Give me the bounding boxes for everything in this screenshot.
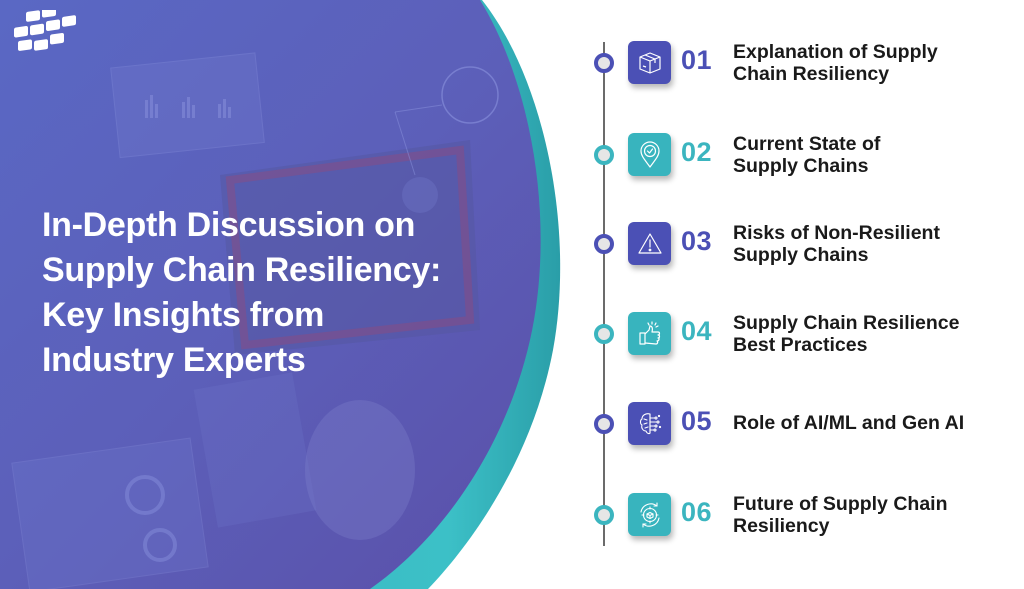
item-number: 02 — [681, 137, 713, 167]
agenda-item-05: 05 Role of AI/ML and Gen AI — [592, 402, 1022, 452]
timeline-dot — [594, 53, 614, 73]
title-line: In-Depth Discussion on — [42, 206, 416, 244]
item-number: 01 — [681, 45, 713, 75]
timeline-line — [603, 42, 605, 546]
item-label: Explanation of Supply Chain Resiliency — [733, 41, 938, 85]
agenda-item-04: 04 Supply Chain Resilience Best Practice… — [592, 312, 1022, 362]
agenda-item-01: 01 Explanation of Supply Chain Resilienc… — [592, 41, 1022, 91]
timeline-dot — [594, 234, 614, 254]
item-label: Role of AI/ML and Gen AI — [733, 412, 965, 434]
item-label: Future of Supply Chain Resiliency — [733, 493, 948, 537]
title-line: Supply Chain Resiliency: — [42, 251, 442, 289]
agenda-item-02: 02 Current State of Supply Chains — [592, 133, 1022, 183]
agenda-item-03: 03 Risks of Non-Resilient Supply Chains — [592, 222, 1022, 272]
timeline-dot — [594, 505, 614, 525]
thumbs-up-icon — [628, 312, 671, 355]
page-title: In-Depth Discussion on Supply Chain Resi… — [42, 203, 512, 383]
package-box-icon — [628, 41, 671, 84]
item-number: 05 — [681, 406, 713, 436]
item-number: 04 — [681, 316, 713, 346]
item-number: 03 — [681, 226, 713, 256]
agenda-item-06: 06 Future of Supply Chain Resiliency — [592, 493, 1022, 543]
location-check-icon — [628, 133, 671, 176]
title-line: Key Insights from — [42, 296, 325, 334]
company-logo-icon — [14, 10, 76, 51]
timeline-dot — [594, 324, 614, 344]
timeline-dot — [594, 414, 614, 434]
item-label: Supply Chain Resilience Best Practices — [733, 312, 960, 356]
item-number: 06 — [681, 497, 713, 527]
timeline-dot — [594, 145, 614, 165]
ai-brain-icon — [628, 402, 671, 445]
item-label: Current State of Supply Chains — [733, 133, 881, 177]
title-line: Industry Experts — [42, 341, 306, 379]
warning-triangle-icon — [628, 222, 671, 265]
item-label: Risks of Non-Resilient Supply Chains — [733, 222, 940, 266]
gear-cycle-icon — [628, 493, 671, 536]
